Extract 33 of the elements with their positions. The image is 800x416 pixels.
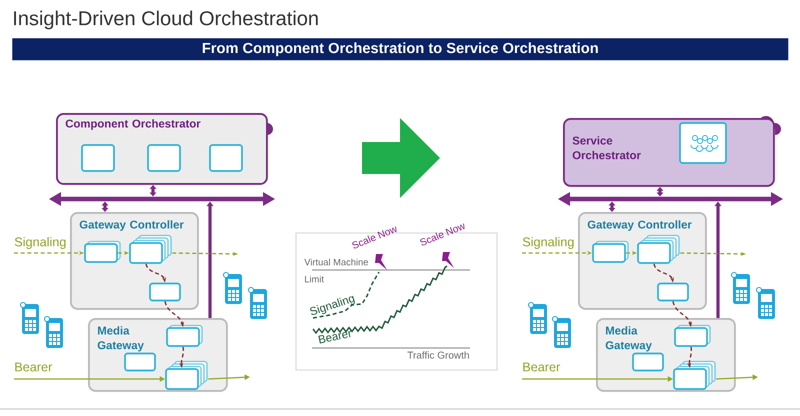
- process-box: [84, 240, 121, 263]
- process-box: [592, 240, 629, 263]
- text-label: Scale Now: [420, 223, 464, 246]
- process-box: [81, 144, 115, 172]
- process-box: [147, 144, 181, 172]
- title: Insight-Driven Cloud Orchestration: [14, 10, 318, 30]
- process-box: [632, 352, 664, 372]
- process-box: [165, 360, 208, 390]
- bus-bar: [49, 192, 275, 206]
- process-box: [149, 282, 181, 302]
- process-box: [166, 324, 203, 347]
- bus-connector: [102, 202, 108, 212]
- flow-label: Signaling: [14, 237, 66, 249]
- text-label: Virtual Machine: [304, 258, 368, 266]
- process-box: [679, 122, 727, 164]
- process-box: [674, 324, 711, 347]
- process-box: [657, 282, 689, 302]
- flow-label: Signaling: [522, 237, 574, 249]
- text-label: Scale Now: [352, 226, 396, 248]
- text-label: Limit: [305, 276, 324, 282]
- text-label: Bearer: [318, 330, 352, 344]
- process-box: [637, 234, 680, 264]
- process-box: [124, 352, 156, 372]
- text-label: Signaling: [310, 296, 355, 315]
- bus-bar: [558, 192, 783, 206]
- title-banner: From Component Orchestration to Service Orchestration: [12, 38, 788, 60]
- flow-label: Bearer: [523, 362, 560, 372]
- flow-label: Bearer: [15, 362, 52, 372]
- process-box: [209, 144, 243, 172]
- text-label: Traffic Growth: [408, 351, 469, 359]
- process-box: [129, 234, 172, 264]
- process-box: [673, 360, 716, 390]
- bus-connector: [608, 202, 616, 212]
